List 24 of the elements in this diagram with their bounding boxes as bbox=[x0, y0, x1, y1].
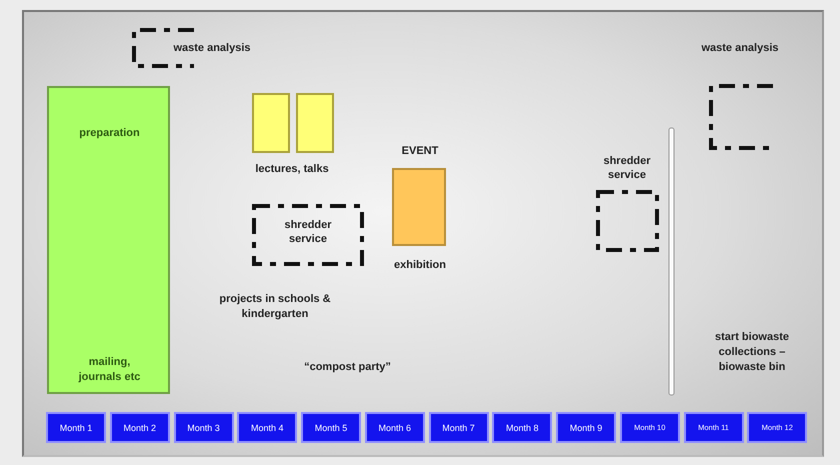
activity-label: projects in schools & kindergarten bbox=[218, 292, 332, 322]
month-tile: Month 6 bbox=[364, 412, 425, 443]
phase-label: preparation bbox=[78, 126, 141, 140]
month-tile: Month 9 bbox=[556, 412, 616, 443]
month-tile: Month 1 bbox=[46, 412, 106, 443]
month-tile: Month 7 bbox=[428, 412, 488, 443]
month-tile: Month 8 bbox=[492, 412, 552, 443]
month-tile: Month 2 bbox=[110, 412, 170, 443]
month-tile: Month 4 bbox=[237, 412, 298, 443]
phase-label: mailing, journals etc bbox=[78, 355, 142, 384]
event-heading: EVENT bbox=[400, 144, 440, 158]
activity-label: waste analysis bbox=[700, 41, 780, 56]
activity-label: “compost party” bbox=[303, 360, 392, 375]
activity-label: shredder service bbox=[602, 154, 652, 183]
month-tile: Month 3 bbox=[174, 412, 234, 443]
month-tile: Month 5 bbox=[301, 412, 361, 443]
preparation-bar bbox=[47, 86, 170, 394]
activity-label: waste analysis bbox=[172, 41, 252, 56]
activity-label: start biowaste collections – biowaste bin bbox=[714, 330, 790, 375]
lecture-box bbox=[252, 93, 290, 153]
event-caption: exhibition bbox=[393, 258, 447, 272]
activity-label: lectures, talks bbox=[254, 162, 330, 177]
activity-label: shredder service bbox=[283, 218, 333, 247]
lecture-box bbox=[296, 93, 334, 153]
